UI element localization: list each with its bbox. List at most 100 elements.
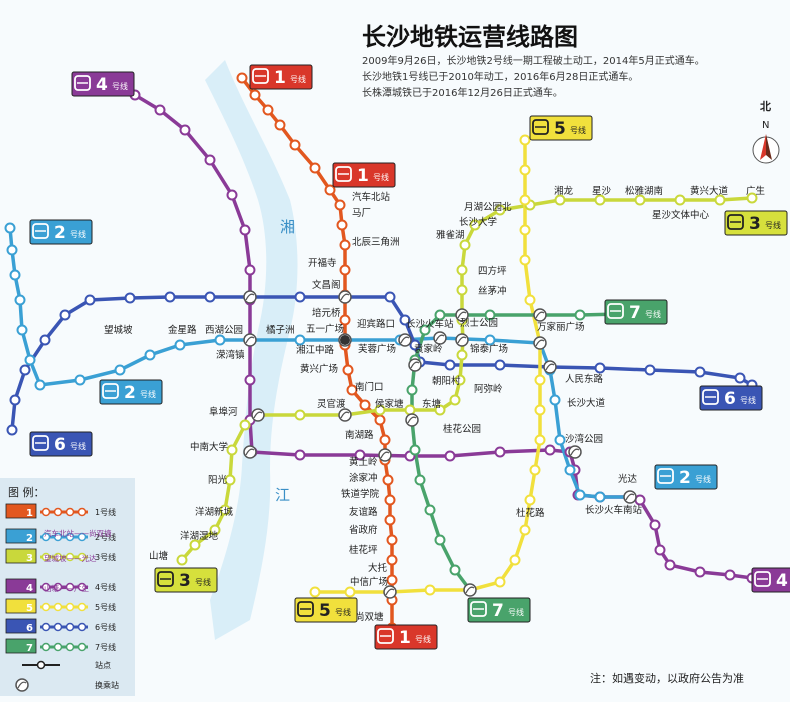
station-dot[interactable] <box>386 554 398 566</box>
station-dot[interactable] <box>494 359 506 371</box>
station-dot[interactable] <box>694 566 706 578</box>
station-dot[interactable] <box>244 374 256 386</box>
transfer-station-icon[interactable] <box>405 413 419 427</box>
station-dot[interactable] <box>226 444 238 456</box>
station-dot[interactable] <box>14 294 26 306</box>
station-dot[interactable] <box>519 134 531 146</box>
station-dot[interactable] <box>409 339 421 351</box>
station-dot[interactable] <box>404 404 416 416</box>
station-dot[interactable] <box>359 399 371 411</box>
station-dot[interactable] <box>294 334 306 346</box>
station-dot[interactable] <box>449 564 461 576</box>
station-dot[interactable] <box>309 586 321 598</box>
transfer-station-icon[interactable] <box>378 448 392 462</box>
station-dot[interactable] <box>519 224 531 236</box>
station-dot[interactable] <box>634 194 646 206</box>
station-dot[interactable] <box>214 334 226 346</box>
station-dot[interactable] <box>424 504 436 516</box>
station-dot[interactable] <box>419 324 431 336</box>
station-dot[interactable] <box>386 574 398 586</box>
station-dot[interactable] <box>484 309 496 321</box>
station-dot[interactable] <box>189 539 201 551</box>
station-dot[interactable] <box>374 404 386 416</box>
station-dot[interactable] <box>519 164 531 176</box>
station-dot[interactable] <box>644 364 656 376</box>
station-dot[interactable] <box>9 269 21 281</box>
station-dot[interactable] <box>16 324 28 336</box>
station-dot[interactable] <box>164 291 176 303</box>
transfer-station-icon[interactable] <box>455 333 469 347</box>
station-dot[interactable] <box>554 434 566 446</box>
transfer-station-icon[interactable] <box>543 360 557 374</box>
station-dot[interactable] <box>549 394 561 406</box>
transfer-station-icon[interactable] <box>568 445 582 459</box>
station-dot[interactable] <box>59 309 71 321</box>
line-badge-4[interactable]: 4号线 <box>751 567 790 593</box>
station-dot[interactable] <box>564 464 576 476</box>
transfer-station-icon[interactable] <box>398 333 412 347</box>
transfer-station-icon[interactable] <box>243 290 257 304</box>
station-dot[interactable] <box>594 362 606 374</box>
station-dot[interactable] <box>219 504 231 516</box>
station-dot[interactable] <box>734 372 746 384</box>
station-dot[interactable] <box>534 404 546 416</box>
station-dot[interactable] <box>494 446 506 458</box>
station-dot[interactable] <box>226 189 238 201</box>
station-dot[interactable] <box>249 89 261 101</box>
station-dot[interactable] <box>294 409 306 421</box>
station-dot[interactable] <box>694 366 706 378</box>
transfer-station-icon[interactable] <box>338 290 352 304</box>
station-dot[interactable] <box>124 292 136 304</box>
station-dot[interactable] <box>174 339 186 351</box>
station-dot[interactable] <box>379 434 391 446</box>
station-dot[interactable] <box>346 384 358 396</box>
station-dot[interactable] <box>342 364 354 376</box>
station-dot[interactable] <box>382 474 394 486</box>
station-dot[interactable] <box>399 314 411 326</box>
station-dot[interactable] <box>746 192 758 204</box>
station-dot[interactable] <box>456 284 468 296</box>
station-dot[interactable] <box>224 474 236 486</box>
station-dot[interactable] <box>154 104 166 116</box>
station-dot[interactable] <box>6 244 18 256</box>
transfer-station-icon[interactable] <box>408 358 422 372</box>
station-dot[interactable] <box>649 519 661 531</box>
station-dot[interactable] <box>4 222 16 234</box>
station-dot[interactable] <box>114 364 126 376</box>
transfer-station-icon[interactable] <box>533 308 547 322</box>
station-dot[interactable] <box>664 559 676 571</box>
station-dot[interactable] <box>339 264 351 276</box>
station-dot[interactable] <box>534 434 546 446</box>
station-dot[interactable] <box>274 119 286 131</box>
station-dot[interactable] <box>244 264 256 276</box>
station-dot[interactable] <box>434 309 446 321</box>
station-dot[interactable] <box>456 264 468 276</box>
station-dot[interactable] <box>444 359 456 371</box>
station-dot[interactable] <box>456 349 468 361</box>
station-dot[interactable] <box>469 219 481 231</box>
station-dot[interactable] <box>204 154 216 166</box>
transfer-station-icon[interactable] <box>251 408 265 422</box>
station-dot[interactable] <box>6 424 18 436</box>
station-dot[interactable] <box>262 104 274 116</box>
station-dot[interactable] <box>459 239 471 251</box>
station-dot[interactable] <box>19 364 31 376</box>
transfer-station-icon[interactable] <box>623 490 637 504</box>
transfer-station-icon[interactable] <box>533 336 547 350</box>
station-dot[interactable] <box>509 554 521 566</box>
station-dot[interactable] <box>144 349 156 361</box>
station-dot[interactable] <box>339 239 351 251</box>
station-dot[interactable] <box>289 139 301 151</box>
station-dot[interactable] <box>574 489 586 501</box>
station-dot[interactable] <box>176 554 188 566</box>
station-dot[interactable] <box>434 534 446 546</box>
station-dot[interactable] <box>204 291 216 303</box>
station-dot[interactable] <box>434 404 446 416</box>
